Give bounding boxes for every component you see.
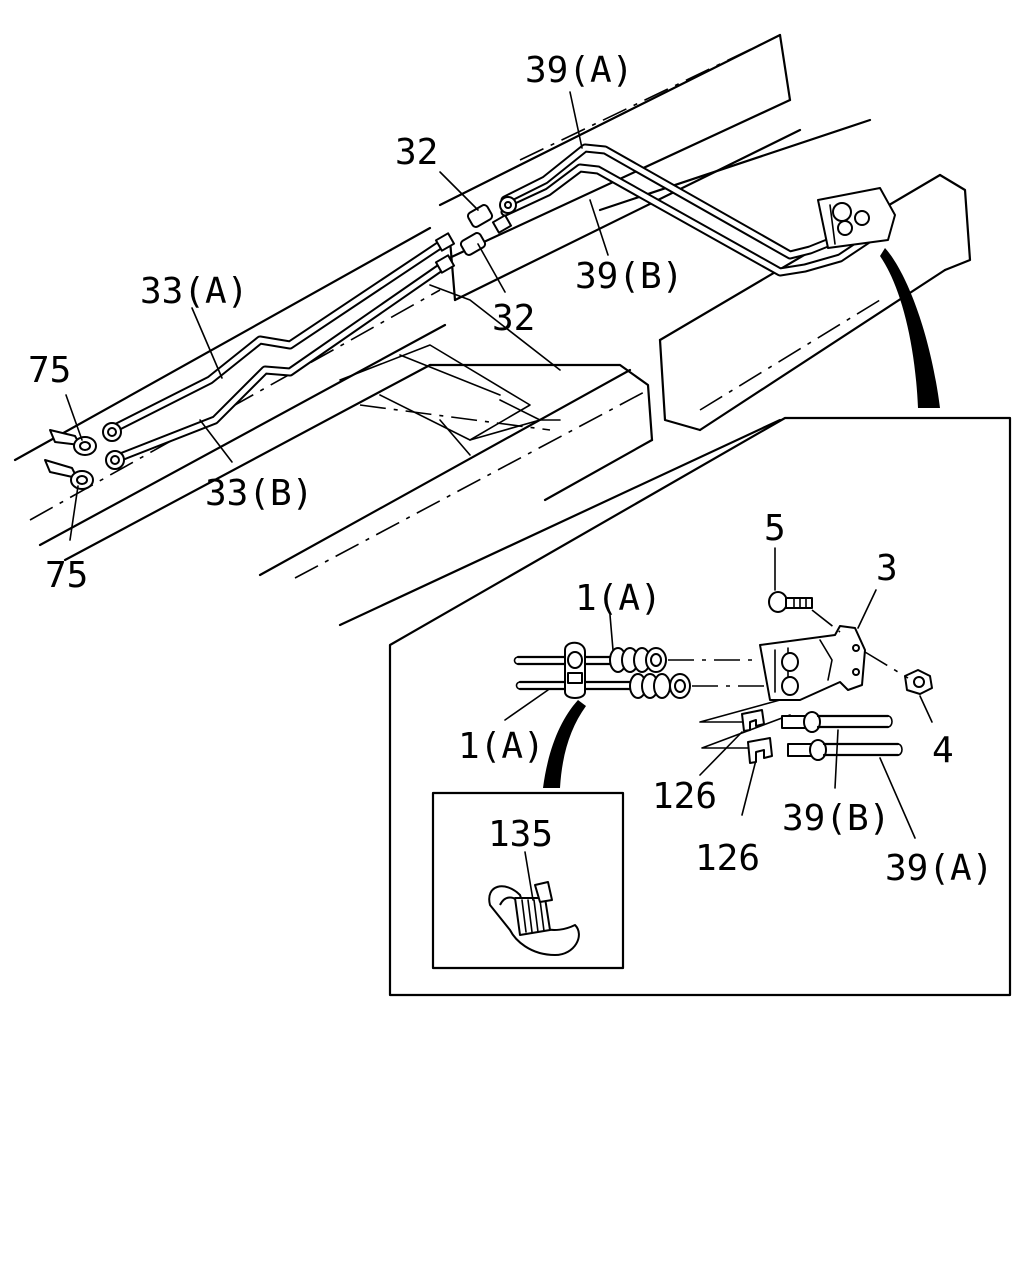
clip-126-lower [747,737,773,764]
part-labels: 39(A) 32 39(B) 32 33(A) 75 33(B) 75 5 3 … [28,50,993,889]
label-33a: 33(A) [140,271,248,312]
pipe-1-a-upper [513,655,612,666]
pipe-39-a-detail [787,739,903,761]
clip-126-upper [741,709,765,732]
connector-75-lower [44,459,94,490]
label-1a-top: 1(A) [575,578,662,619]
pipe-39-b [500,163,875,277]
label-32-top: 32 [395,132,438,173]
bolt-5 [768,591,813,613]
label-135: 135 [488,814,553,855]
connector-75-upper [49,429,97,456]
label-75-bottom: 75 [45,555,88,596]
label-32-mid: 32 [492,298,535,339]
pipe-33-a [110,240,445,433]
fitting-chain-upper [609,647,667,673]
label-39b-detail: 39(B) [782,798,890,839]
pipe-end-fittings-left [102,232,456,470]
clip-135 [488,881,580,956]
junction-block-top [817,187,896,249]
label-5: 5 [764,508,786,549]
label-3: 3 [876,548,898,589]
label-4: 4 [932,730,954,771]
label-39b-top: 39(B) [575,256,683,297]
label-33b: 33(B) [205,473,313,514]
label-39a-detail: 39(A) [885,848,993,889]
callout-arrow-top [880,248,940,408]
label-39a-top: 39(A) [525,50,633,91]
detail-inset [388,416,1012,997]
pipe-33-b [113,263,445,463]
nut-4 [904,669,933,695]
pipe-clip [564,641,586,699]
fitting-32-lower [459,232,487,256]
label-126-top: 126 [652,776,717,817]
pipe-39-b-detail [781,711,893,733]
leader-lines-main [65,91,609,541]
label-126-bottom: 126 [695,838,760,879]
callout-arrow-inner [543,700,586,788]
clip-135-box [431,791,625,970]
bracket-3 [759,625,866,701]
fitting-chain-lower [629,673,691,699]
pipe-39-end-fitting [499,196,517,214]
label-1a-bottom: 1(A) [458,726,545,767]
leader-lines-detail [504,547,933,839]
label-75-top: 75 [28,350,71,391]
